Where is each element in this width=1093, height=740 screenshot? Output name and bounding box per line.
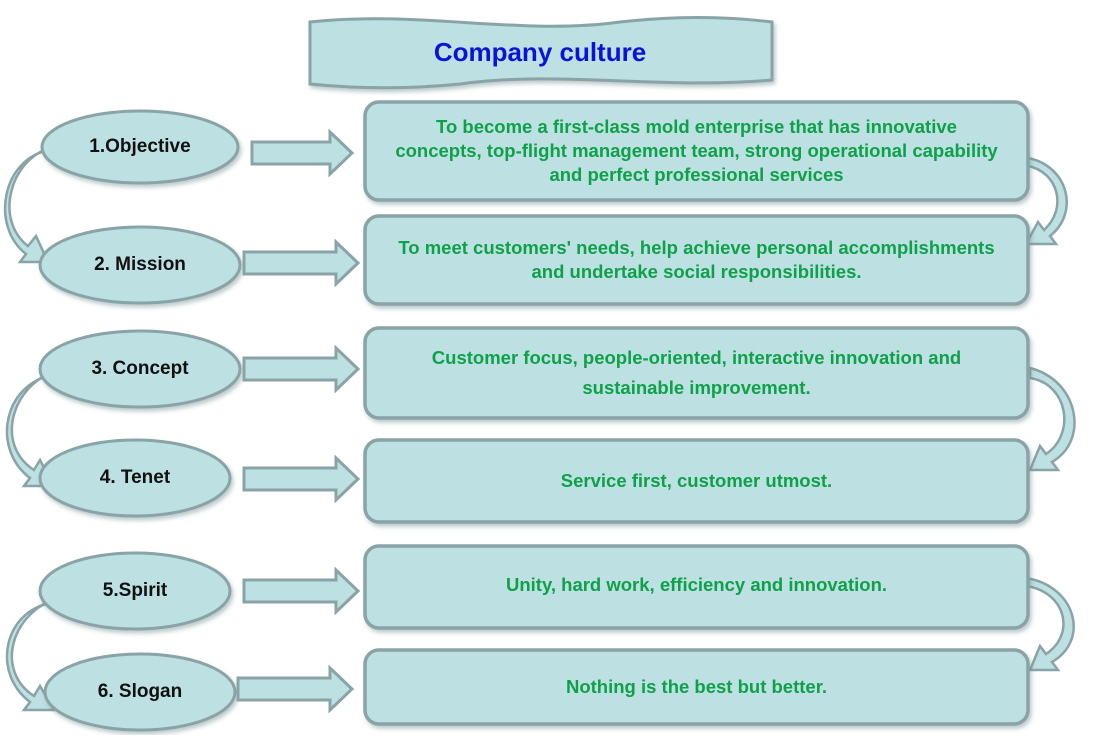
oval-1 xyxy=(40,109,240,185)
right-curved-arrows xyxy=(1023,156,1076,672)
curved-arrow-left-5-6-icon xyxy=(5,596,60,712)
curved-arrow-right-1-2-icon xyxy=(1023,156,1068,246)
left-curved-arrows xyxy=(3,146,60,712)
label-slogan: 6. Slogan xyxy=(97,681,183,702)
title-banner xyxy=(308,15,774,90)
label-objective: 1.Objective xyxy=(89,136,191,157)
text-concept: Customer focus, people-oriented, interac… xyxy=(431,347,962,398)
content-box-2 xyxy=(363,214,1030,306)
curved-arrow-right-5-6-icon xyxy=(1024,576,1075,672)
label-concept: 3. Concept xyxy=(91,358,189,379)
block-arrow-4-icon xyxy=(242,454,361,504)
block-arrow-3-icon xyxy=(242,344,361,394)
content-box-6 xyxy=(363,648,1030,726)
content-box-5 xyxy=(363,544,1030,630)
oval-3 xyxy=(38,329,242,409)
block-arrow-2-icon xyxy=(242,238,361,288)
oval-2 xyxy=(38,225,242,305)
oval-6 xyxy=(43,652,237,732)
text-objective: To become a first-class mold enterprise … xyxy=(395,116,998,185)
text-slogan: Nothing is the best but better. xyxy=(565,676,828,697)
block-arrow-1-icon xyxy=(250,128,355,178)
label-mission: 2. Mission xyxy=(94,254,186,275)
content-box-3 xyxy=(363,326,1030,420)
oval-4 xyxy=(38,438,232,518)
curved-arrow-right-3-4-icon xyxy=(1028,366,1076,472)
block-arrow-5-icon xyxy=(242,566,361,616)
oval-5 xyxy=(38,551,232,631)
text-spirit: Unity, hard work, efficiency and innovat… xyxy=(505,574,888,595)
content-box-1 xyxy=(363,100,1030,202)
curved-arrow-left-1-2-icon xyxy=(3,146,52,264)
label-spirit: 5.Spirit xyxy=(102,580,168,601)
curved-arrow-left-3-4-icon xyxy=(5,368,60,488)
label-tenet: 4. Tenet xyxy=(99,467,171,488)
page-title: Company culture xyxy=(433,37,647,67)
text-mission: To meet customers' needs, help achieve p… xyxy=(398,237,995,282)
text-tenet: Service first, customer utmost. xyxy=(560,470,833,491)
block-arrow-6-icon xyxy=(236,664,355,714)
content-box-4 xyxy=(363,438,1030,524)
